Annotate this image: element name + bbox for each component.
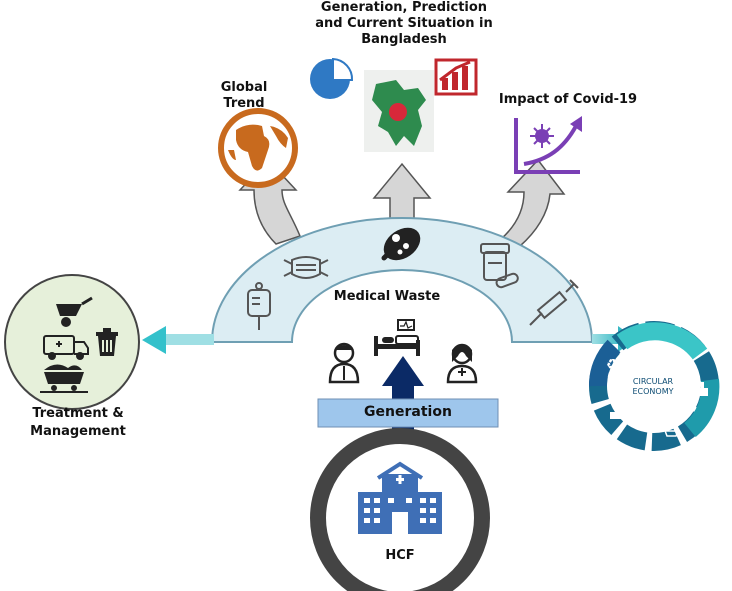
label-treatment-line1: Treatment & xyxy=(32,406,124,421)
generation-box xyxy=(317,398,499,428)
label-global-trend: Global Trend xyxy=(204,80,284,112)
medical-waste-arc xyxy=(210,217,594,343)
bangladesh-map-icon xyxy=(364,70,434,152)
pill-bottle-icon xyxy=(480,243,519,289)
label-circular-economy-line1: CIRCULAR xyxy=(632,377,674,386)
label-bangladesh-line1: Generation, Prediction xyxy=(320,0,488,15)
hospital-building-icon xyxy=(358,461,442,534)
arrow-to-treatment xyxy=(142,326,214,354)
bar-chart-up-icon xyxy=(434,58,478,96)
label-global-trend-line1: Global xyxy=(220,80,268,95)
syringe-icon xyxy=(529,279,579,326)
doctor-icon xyxy=(328,342,360,384)
label-hcf: HCF xyxy=(385,548,415,563)
truck-icon xyxy=(610,412,627,419)
coal-cart-icon xyxy=(40,364,88,393)
arrow-to-bangladesh xyxy=(372,162,432,225)
recycle-icon: ♻ xyxy=(606,357,619,373)
nurse-icon xyxy=(446,343,478,384)
gloved-hand-icon xyxy=(381,227,421,261)
label-circular-economy-line2: ECONOMY xyxy=(632,387,674,396)
wheelbarrow-icon xyxy=(56,296,93,327)
label-circular-economy: CIRCULAR ECONOMY xyxy=(622,377,684,397)
label-global-trend-line2: Trend xyxy=(223,96,265,111)
trash-bin-icon xyxy=(96,328,118,356)
label-treatment-line2: Management xyxy=(30,424,126,439)
virus-growth-chart-icon xyxy=(514,116,582,174)
iv-bag-icon xyxy=(247,282,271,330)
circular-economy-icon xyxy=(589,321,720,451)
ambulance-icon xyxy=(43,335,89,360)
label-bangladesh-line2: and Current Situation in xyxy=(315,16,493,31)
label-medical-waste: Medical Waste xyxy=(333,289,441,304)
label-treatment: Treatment & Management xyxy=(16,405,140,441)
label-bangladesh: Generation, Prediction and Current Situa… xyxy=(286,0,522,48)
label-bangladesh-line3: Bangladesh xyxy=(361,32,447,47)
treatment-circle xyxy=(4,274,140,410)
face-mask-icon xyxy=(283,256,329,279)
label-covid: Impact of Covid-19 xyxy=(498,92,638,107)
hospital-bed-icon xyxy=(374,319,420,356)
factory-icon xyxy=(698,382,708,396)
globe-icon xyxy=(218,108,298,188)
arrow-to-covid xyxy=(498,158,566,247)
label-generation: Generation xyxy=(364,404,452,420)
shopping-cart-icon xyxy=(660,427,680,437)
pie-chart-icon xyxy=(310,57,354,99)
